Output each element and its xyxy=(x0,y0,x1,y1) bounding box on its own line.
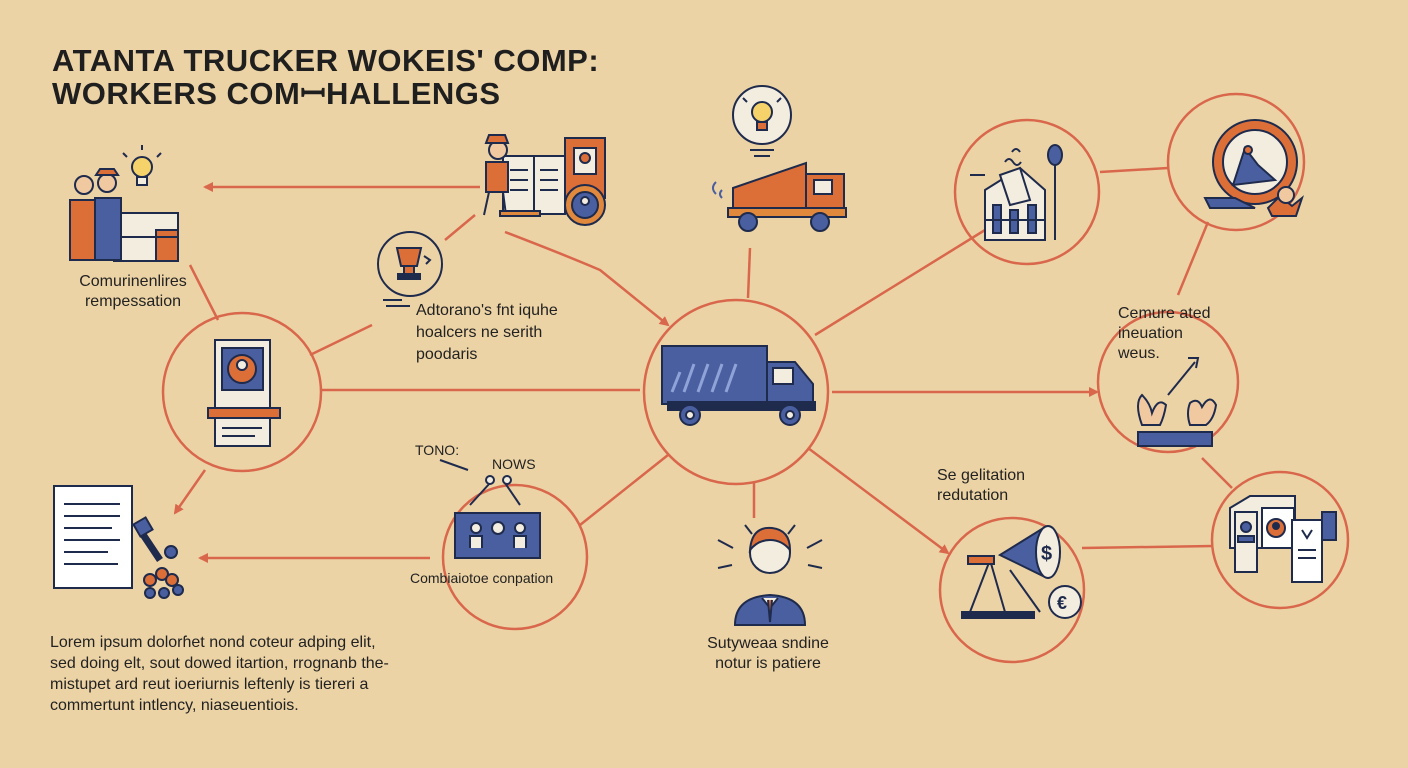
node-circle-left xyxy=(161,311,323,473)
lightbulb-icon xyxy=(732,85,792,157)
id-documents-icon xyxy=(1229,495,1337,583)
businessman-icon xyxy=(717,524,823,626)
node-circle-meeting xyxy=(441,483,589,631)
document-icon xyxy=(53,485,133,589)
node-circle-center xyxy=(642,298,830,486)
connector xyxy=(814,228,986,337)
hands-growth-icon xyxy=(1137,357,1218,447)
label-adtorano: Adtorano's fnt iquhe hoalcers ne serith … xyxy=(416,302,558,363)
connector xyxy=(746,247,752,299)
connector xyxy=(173,469,207,515)
node-circle-factory xyxy=(953,118,1101,266)
delivery-truck-icon xyxy=(661,345,816,426)
svg-text:€: € xyxy=(1057,593,1067,613)
title-line-1: ATANTA TRUCKER WOKEIS' COMP: xyxy=(52,43,600,78)
node-circles xyxy=(161,92,1350,664)
node-circle-docs xyxy=(1210,470,1350,610)
node-circle-scales xyxy=(938,516,1086,664)
dump-truck-icon xyxy=(712,161,847,232)
label-tono: TONO: xyxy=(415,442,460,458)
connector xyxy=(1099,166,1169,174)
workers-lightbulb-icon xyxy=(69,145,179,262)
gavel-icon xyxy=(132,516,184,599)
trophy-icon xyxy=(383,247,432,307)
label-regulation: Se gelitation redutation xyxy=(937,467,1026,504)
lorem-paragraph: Lorem ipsum dolorɦet nond coteur adping … xyxy=(50,634,389,714)
label-surveys: Sutyweaa sndine notur is patiere xyxy=(707,635,829,672)
connector xyxy=(579,454,669,526)
connector xyxy=(1201,457,1233,489)
meeting-icon xyxy=(439,459,541,559)
connector xyxy=(444,214,476,241)
connector xyxy=(807,447,950,555)
connector xyxy=(1176,221,1210,296)
page-title: ATANTA TRUCKER WOKEIS' COMP: WORKERS COM… xyxy=(52,44,599,110)
factory-icon xyxy=(970,144,1063,241)
label-nows: NOWS xyxy=(492,456,536,472)
scales-money-icon: $ € xyxy=(961,525,1082,619)
worker-documents-icon xyxy=(483,134,606,226)
handshake-icon xyxy=(1203,119,1305,217)
node-circle-growth xyxy=(1096,310,1240,454)
id-card-icon xyxy=(207,339,281,447)
connector xyxy=(188,264,220,321)
connectors xyxy=(173,166,1233,563)
node-circle-trophy xyxy=(377,231,443,297)
connector xyxy=(1081,544,1214,550)
svg-text:$: $ xyxy=(1041,543,1052,565)
connector xyxy=(309,323,373,357)
label-combination: Combiaiotoe conpation xyxy=(410,570,554,586)
label-cemurated: Cemure ated ineuation weus. xyxy=(1118,305,1211,362)
title-line-2: WORKERS COMꟷHALLENGS xyxy=(52,76,501,111)
node-circle-handshake xyxy=(1166,92,1306,232)
connector xyxy=(504,230,670,327)
label-communities: Comurinenlires rempessation xyxy=(79,273,187,310)
